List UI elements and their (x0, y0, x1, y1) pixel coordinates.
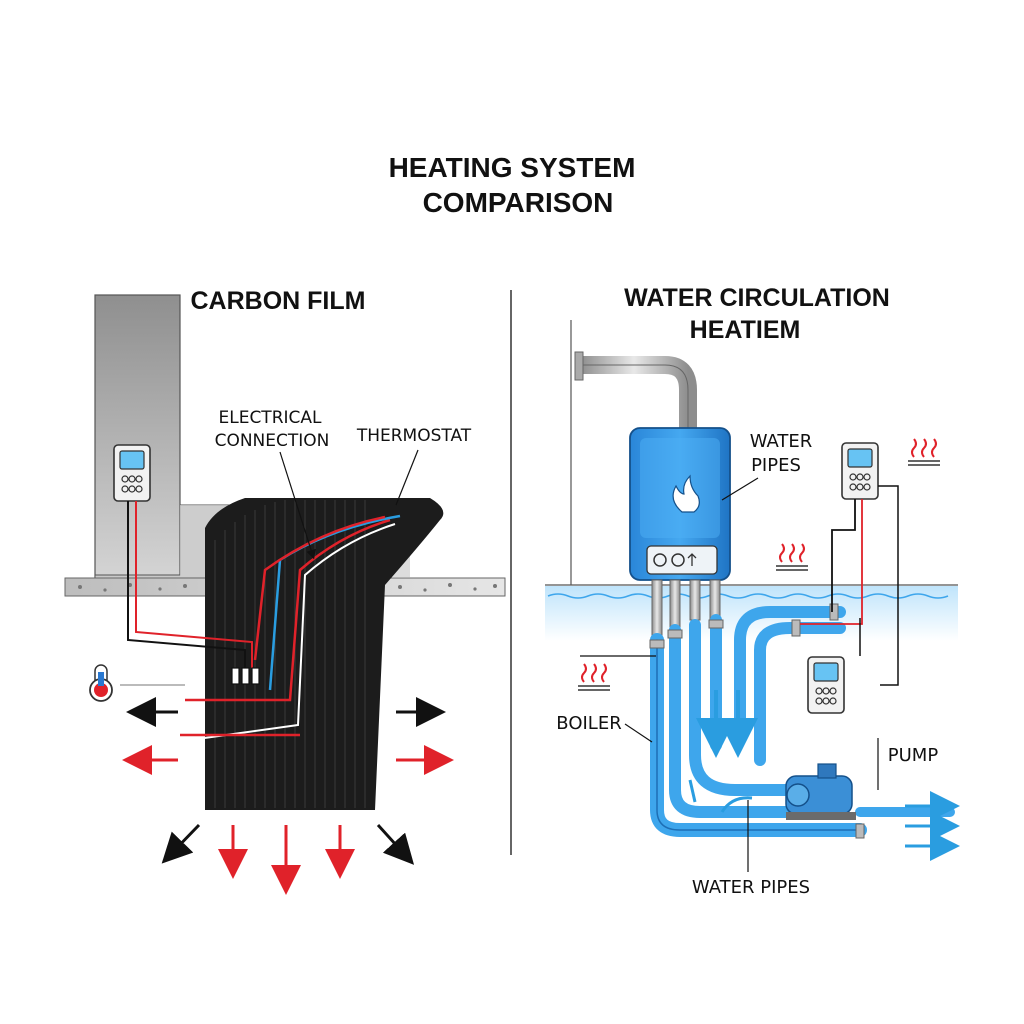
water-circulation-title-line2: HEATIEM (690, 316, 801, 344)
flue-pipe (580, 356, 697, 428)
boiler-indicator-icon (687, 553, 697, 566)
right-thermostat-upper[interactable] (841, 442, 879, 500)
water-pipes-top-leader (721, 477, 759, 501)
thermostat-wire-black (127, 501, 246, 668)
carbon-film-panel: CARBON FILM (64, 287, 506, 895)
carbon-film-title: CARBON FILM (191, 287, 366, 315)
electrical-connectors (231, 667, 260, 685)
boiler-control-panel[interactable] (646, 545, 718, 575)
thermometer-icon (89, 664, 113, 702)
boiler-knob-1[interactable] (653, 553, 667, 567)
electrical-leader (279, 451, 316, 560)
heat-wave-icon-1 (907, 438, 941, 466)
heat-wave-icon-3 (577, 663, 611, 691)
electrical-label-line2: CONNECTION (215, 431, 330, 451)
pipe-fittings (649, 603, 865, 839)
wall-thermostat[interactable] (113, 444, 151, 502)
right-thermostat-lower[interactable] (807, 656, 845, 714)
red-wire-1 (185, 518, 391, 702)
wall (94, 294, 181, 586)
pump-label: PUMP (888, 745, 939, 766)
water-pipes-bottom-label: WATER PIPES (692, 877, 810, 898)
upper-thermostat-wire-black (831, 499, 856, 612)
thermostat-wire-red (135, 501, 253, 668)
water-circulation-title-line1: WATER CIRCULATION (624, 284, 890, 312)
flow-curve-arrows (688, 779, 753, 813)
white-wire (189, 523, 396, 741)
main-title-line1: HEATING SYSTEM (389, 152, 636, 183)
boiler-label: BOILER (556, 713, 621, 734)
upper-thermostat-wire-red (800, 499, 863, 625)
water-pipes-top-label-line2: PIPES (751, 455, 801, 476)
flue-cap (574, 351, 584, 381)
flue-pipe-outline (580, 364, 689, 428)
carbon-film-sheet (205, 498, 444, 810)
boiler-face (640, 438, 720, 538)
flow-arrows-down (696, 690, 758, 758)
boiler-leader (624, 723, 653, 743)
heat-arrows (122, 697, 454, 895)
flame-icon (672, 474, 700, 513)
thermostat-leader (395, 449, 419, 506)
water-circulation-panel: WATER CIRCULATION HEATIEM (545, 284, 960, 898)
red-wire-2 (253, 515, 386, 661)
pump (785, 763, 856, 820)
heat-wave-icon-2 (775, 543, 809, 571)
boiler-knob-2[interactable] (671, 553, 685, 567)
electrical-label-line1: ELECTRICAL (218, 408, 322, 428)
thermostat-link-wire (878, 485, 899, 686)
water-pipes-top-label-line1: WATER (750, 431, 813, 452)
main-title-line2: COMPARISON (423, 187, 614, 218)
flow-arrows-right (905, 791, 960, 861)
thermostat-label: THERMOSTAT (356, 426, 472, 446)
water-surface-wave (547, 593, 949, 599)
